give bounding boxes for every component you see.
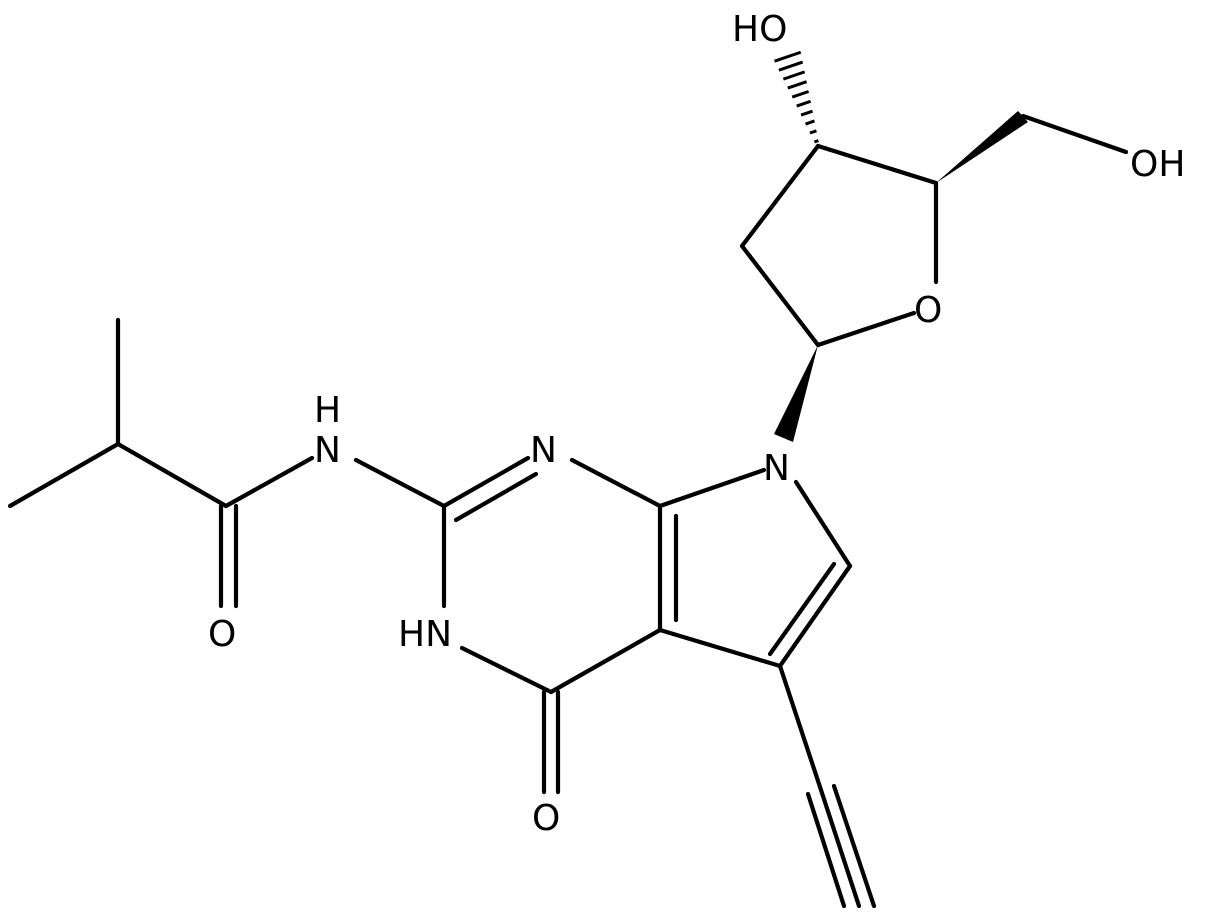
bond-nh-c2	[353, 457, 447, 509]
bond-c1-c2prime	[739, 243, 821, 348]
hash-stroke	[778, 60, 804, 72]
atom-o-amide: O	[208, 614, 236, 655]
bond-c8-c5-inner	[767, 561, 837, 657]
bond-c8-c5-outer	[777, 563, 853, 669]
bond-carbonyl-nh	[223, 455, 315, 509]
atom-o-ring: O	[914, 290, 942, 331]
hash-stroke	[791, 90, 810, 99]
bond-n9-c8	[793, 479, 853, 569]
hash-stroke	[796, 99, 812, 108]
bond-ch-carbonyl	[115, 441, 229, 509]
bond-c2prime-c3prime	[739, 143, 821, 249]
hash-stroke	[805, 119, 815, 126]
hash-stroke	[800, 109, 814, 117]
atom-o-keto: O	[532, 798, 560, 839]
atom-oh-methyl: OH	[1130, 144, 1185, 185]
atom-n-amide-h: H	[314, 390, 341, 431]
hash-stroke	[774, 50, 802, 63]
hash-stroke	[813, 139, 819, 144]
bond-c6-c4a	[548, 627, 663, 695]
hashed-bond-c3prime-oh	[774, 50, 819, 144]
bond-o-c1	[815, 310, 917, 348]
bond-n3-c7a	[569, 457, 663, 509]
atom-n-pyrrole: N	[763, 448, 790, 489]
hash-stroke	[787, 80, 808, 90]
atom-hn-ring: HN	[398, 614, 452, 655]
bond-c2-n3-outer	[441, 455, 531, 509]
wedge-bond-c4prime-c5prime	[936, 111, 1028, 183]
bond-c5prime-oh	[1020, 113, 1129, 155]
atom-n-amide: N	[314, 430, 341, 471]
hash-stroke	[809, 129, 817, 135]
atom-n-pyrimidine: N	[530, 430, 557, 471]
bond-c7a-n9	[657, 467, 767, 509]
bond-n1h-c6	[459, 645, 554, 695]
bond-methyl-left	[7, 441, 121, 509]
bond-c3prime-c4prime	[815, 143, 939, 186]
atom-ho-ring: HO	[732, 9, 787, 50]
wedge-bond-c1-n9	[774, 345, 818, 442]
bond-triple-1	[805, 791, 847, 909]
hash-stroke	[782, 70, 806, 81]
bond-triple-3	[831, 783, 877, 909]
bond-c2-n3-inner	[453, 471, 539, 523]
bond-c5-c4a	[657, 627, 783, 669]
bond-triple-2	[818, 787, 862, 909]
bond-c5-csp	[777, 663, 824, 793]
